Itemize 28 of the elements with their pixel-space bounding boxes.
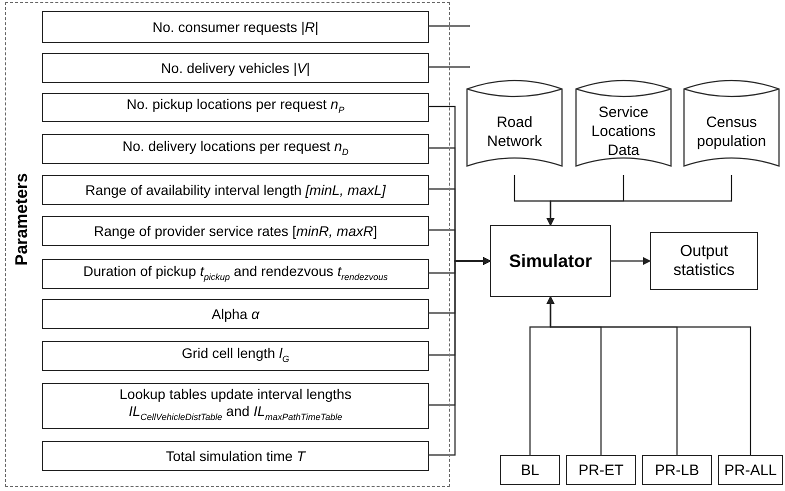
database-cylinder: Service Locations Data	[575, 80, 672, 175]
process-box: No. delivery locations per request n$_{D}$	[42, 134, 429, 164]
process-box: Lookup tables update interval lengths IL$_{CellVehicleDistTable}$ and IL$_{maxPathTimeTable}$	[42, 383, 429, 429]
connector-line	[428, 66, 470, 68]
process-box: PR-ALL	[718, 455, 783, 485]
process-box: Range of availability interval length [minL, maxL]	[42, 175, 429, 205]
process-box: Duration of pickup t$_{pickup}$ and rendezvous t$_{rendezvous}$	[42, 259, 429, 289]
database-cylinder: Census population	[683, 80, 780, 175]
process-box: Output statistics	[650, 232, 758, 290]
group-title: Parameters	[12, 173, 32, 266]
process-box: Alpha α	[42, 299, 429, 329]
arrow	[546, 175, 732, 226]
process-box: No. delivery vehicles |V|	[42, 53, 429, 83]
arrow	[546, 296, 752, 455]
process-box: Grid cell length l$_{G}$	[42, 341, 429, 371]
process-box: Simulator	[490, 225, 611, 297]
process-box: PR-LB	[642, 455, 712, 485]
dashed-group-frame	[5, 2, 450, 487]
process-box: Range of provider service rates [minR, maxR]	[42, 216, 429, 246]
arrow	[428, 257, 491, 456]
database-cylinder: Road Network	[466, 80, 563, 175]
process-box: Total simulation time T	[42, 441, 429, 471]
process-box: PR-ET	[566, 455, 636, 485]
connector-line	[428, 25, 470, 27]
process-box: No. consumer requests |R|	[42, 11, 429, 43]
process-box: BL	[500, 455, 560, 485]
process-box: No. pickup locations per request n$_{P}$	[42, 93, 429, 122]
arrow	[611, 257, 651, 265]
